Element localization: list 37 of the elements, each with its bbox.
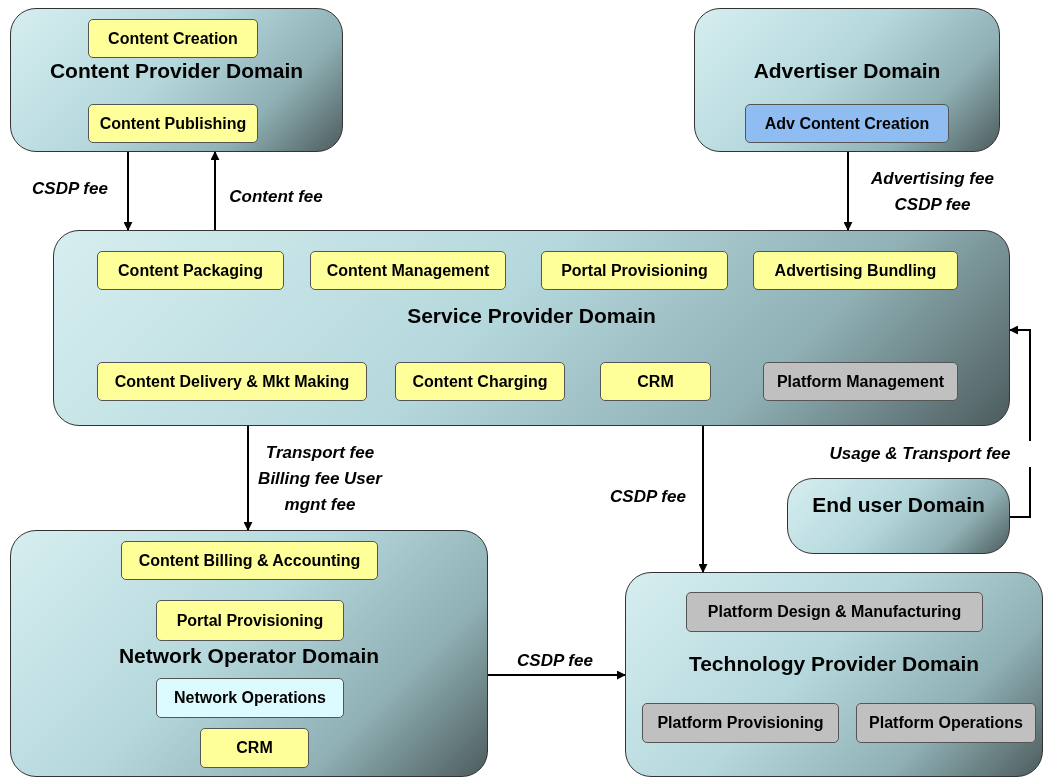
function-box: Content Packaging: [97, 251, 284, 290]
function-box: CRM: [600, 362, 711, 401]
function-box: Content Charging: [395, 362, 565, 401]
function-box: Advertising Bundling: [753, 251, 958, 290]
domain-box: [787, 478, 1010, 554]
arrow: [698, 425, 708, 573]
function-box: Content Management: [310, 251, 506, 290]
function-box: Content Billing & Accounting: [121, 541, 378, 580]
function-box: Adv Content Creation: [745, 104, 949, 143]
domain-box: [10, 530, 488, 777]
arrow: [210, 151, 220, 231]
domain-title: Service Provider Domain: [406, 304, 657, 328]
arrow: [123, 151, 133, 231]
function-box: Portal Provisioning: [541, 251, 728, 290]
domain-box: [694, 8, 1000, 152]
function-box: Platform Design & Manufacturing: [686, 592, 983, 632]
domain-title: Content Provider Domain: [48, 59, 305, 83]
arrow: [243, 425, 253, 531]
function-box: CRM: [200, 728, 309, 768]
domain-box: [625, 572, 1043, 777]
domain-title: Network Operator Domain: [117, 644, 381, 668]
function-box: Content Delivery & Mkt Making: [97, 362, 367, 401]
arrow: [1009, 325, 1031, 518]
function-box: Portal Provisioning: [156, 600, 344, 641]
function-box: Platform Operations: [856, 703, 1036, 743]
arrow: [843, 151, 853, 231]
domain-title: Advertiser Domain: [752, 59, 942, 83]
function-box: Network Operations: [156, 678, 344, 718]
arrow: [487, 670, 626, 680]
function-box: Platform Provisioning: [642, 703, 839, 743]
function-box: Platform Management: [763, 362, 958, 401]
domain-box: [10, 8, 343, 152]
domain-title: Technology Provider Domain: [687, 652, 981, 676]
function-box: Content Creation: [88, 19, 258, 58]
domain-title: End user Domain: [811, 493, 986, 517]
function-box: Content Publishing: [88, 104, 258, 143]
domain-box: [53, 230, 1010, 426]
